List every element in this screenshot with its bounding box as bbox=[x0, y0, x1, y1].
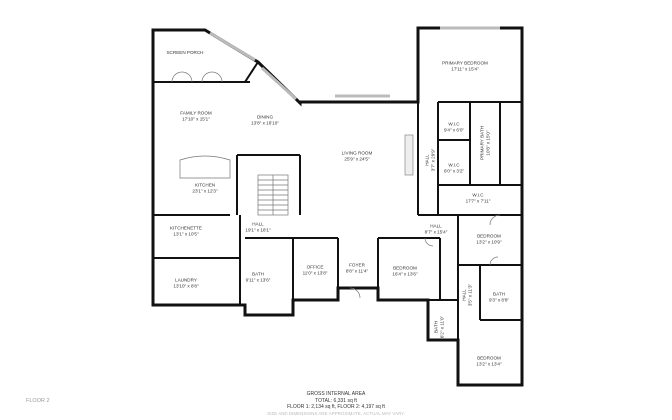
door-swings bbox=[171, 71, 501, 299]
area-summary: GROSS INTERNAL AREA TOTAL: 6,331 sq ft F… bbox=[267, 391, 405, 417]
area-total: TOTAL: 6,331 sq ft bbox=[315, 397, 357, 404]
window bbox=[260, 66, 298, 101]
area-title: GROSS INTERNAL AREA bbox=[306, 391, 366, 397]
window bbox=[209, 31, 256, 62]
area-floors: FLOOR 1: 2,134 sq ft, FLOOR 2: 4,197 sq … bbox=[287, 404, 385, 410]
area-note: SIZE AND DIMENSIONS ARE APPROXIMATE, ACT… bbox=[267, 410, 405, 416]
staircase bbox=[257, 174, 289, 216]
kitchen-island bbox=[179, 155, 231, 179]
room-label: SCREEN PORCH bbox=[166, 50, 204, 56]
floor-label: FLOOR 2 bbox=[26, 398, 50, 404]
fireplace bbox=[404, 134, 414, 176]
